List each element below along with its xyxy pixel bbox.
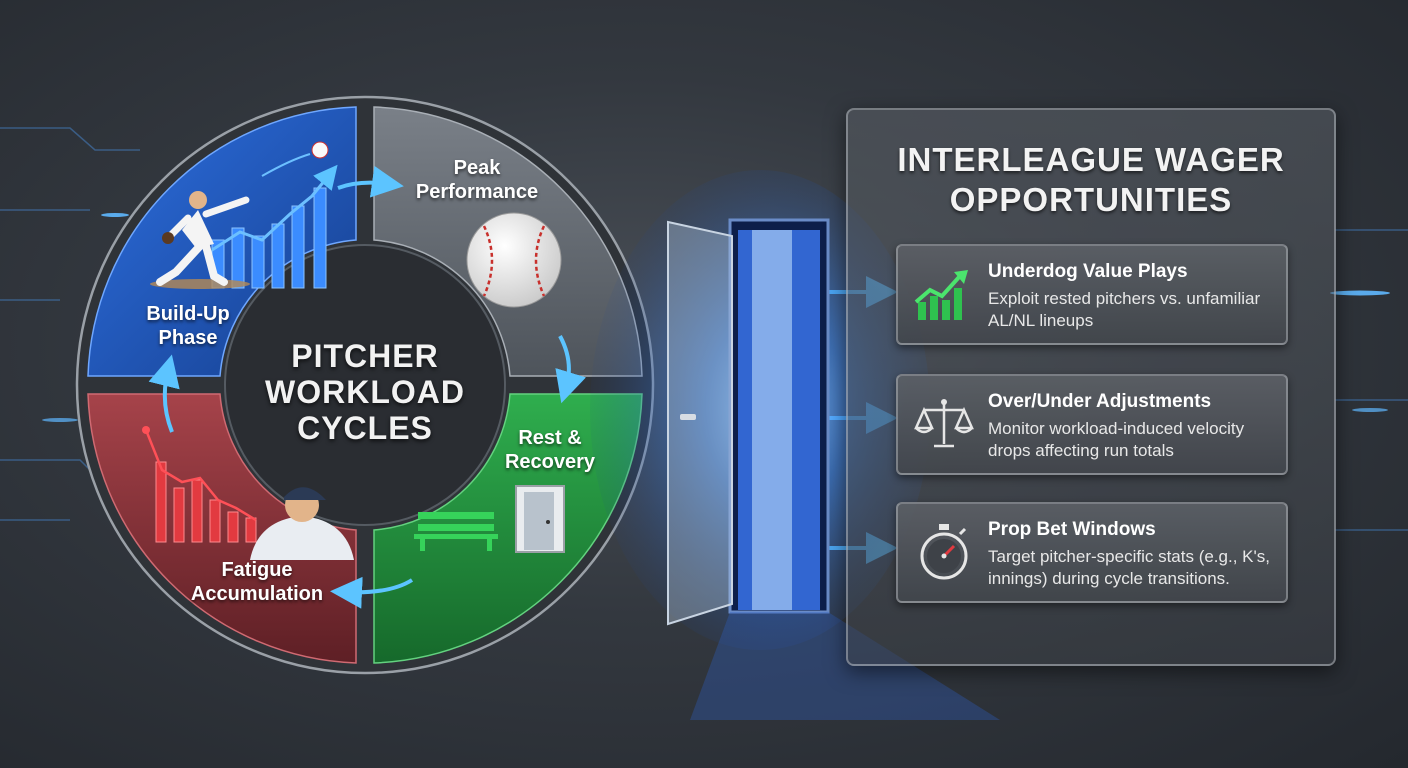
card-description: Exploit rested pitchers vs. unfamiliar A… <box>988 289 1261 330</box>
center-hub <box>224 244 506 526</box>
card-prop-bet-windows: Prop Bet Windows Target pitcher-specific… <box>896 502 1288 603</box>
rising-chart-icon <box>914 270 968 320</box>
segment-label-fatigue: Fatigue Accumulation <box>190 559 324 605</box>
segment-label-rest: Rest & Recovery <box>504 427 596 473</box>
tired-player-icon <box>250 487 354 560</box>
background-light-lines <box>0 127 1408 531</box>
pitcher-figure-icon <box>150 191 250 289</box>
baseball-icon <box>466 212 562 308</box>
card-title: Prop Bet Windows <box>988 519 1156 540</box>
segment-fatigue <box>87 393 357 664</box>
background-glow-dots <box>42 213 1390 422</box>
card-over-under-adjustments: Over/Under Adjustments Monitor workload-… <box>896 374 1288 475</box>
diagram-center-title: PITCHER WORKLOAD CYCLES <box>265 338 465 446</box>
stopwatch-icon <box>920 524 968 580</box>
door-frame-icon <box>728 218 830 614</box>
panel-title: INTERLEAGUE WAGER OPPORTUNITIES <box>897 141 1285 218</box>
door-light-floor <box>690 612 1000 720</box>
card-description: Monitor workload-induced velocity drops … <box>988 419 1245 460</box>
cycle-arrows <box>148 165 586 609</box>
segment-label-build-up: Build-Up Phase <box>146 303 230 349</box>
fatigue-trend-line <box>144 429 257 522</box>
card-underdog-value-plays: Underdog Value Plays Exploit rested pitc… <box>896 244 1288 345</box>
small-door-icon <box>515 485 565 553</box>
arrow-build-to-peak <box>337 165 404 198</box>
fatigue-trend-start-dot <box>142 426 150 434</box>
open-door-panel <box>667 220 733 626</box>
segment-label-peak: Peak Performance <box>415 157 539 203</box>
build-up-trend-arrow-icon <box>211 164 338 252</box>
card-description: Target pitcher-specific stats (e.g., K's… <box>988 547 1270 588</box>
fatigue-bar-chart-icon <box>155 461 257 543</box>
thrown-baseball-icon <box>311 141 329 159</box>
card-title: Over/Under Adjustments <box>988 391 1212 412</box>
throw-trail <box>261 153 311 177</box>
arrow-peak-to-rest <box>555 335 586 404</box>
bench-icon <box>414 512 498 551</box>
door-handle-icon <box>680 414 696 420</box>
wager-opportunities-panel: INTERLEAGUE WAGER OPPORTUNITIES Underdog… <box>846 108 1336 666</box>
card-title: Underdog Value Plays <box>988 261 1188 282</box>
scales-icon <box>914 399 974 448</box>
arrow-fatigue-to-build <box>148 354 180 433</box>
arrow-rest-to-fatigue <box>330 576 414 609</box>
